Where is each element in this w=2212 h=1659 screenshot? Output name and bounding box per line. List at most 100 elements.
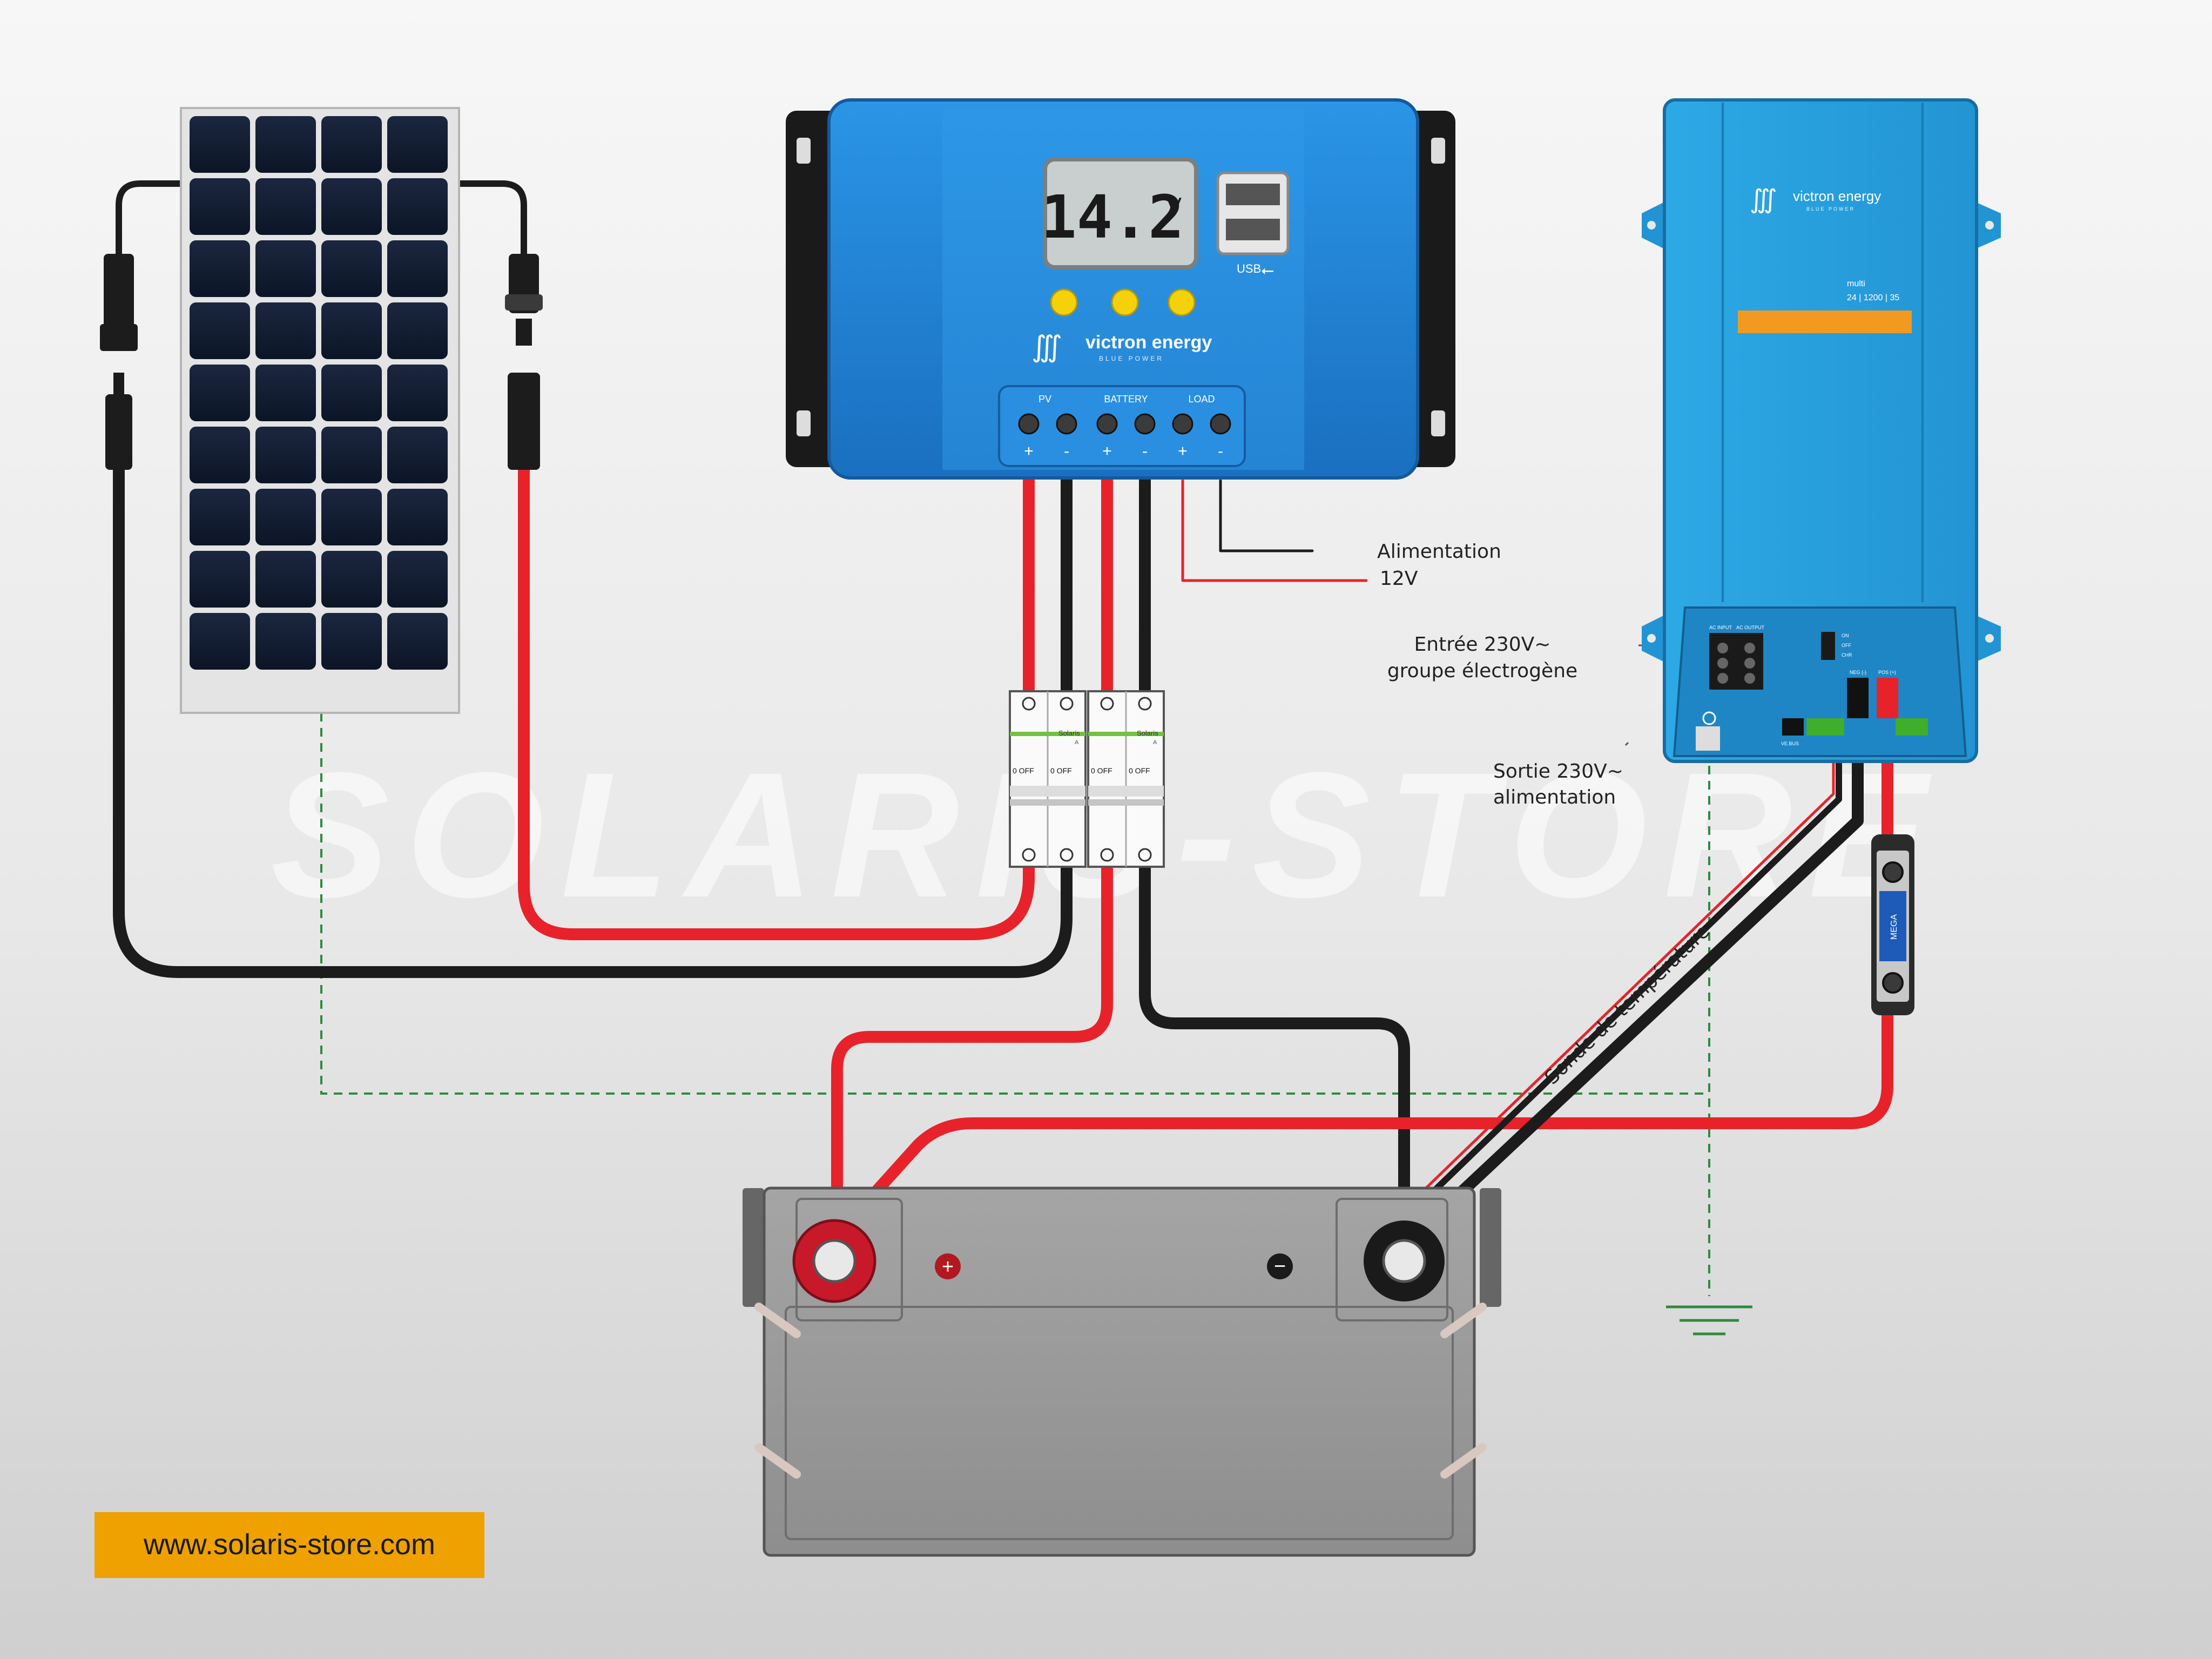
controller-button-2[interactable] — [1111, 288, 1139, 316]
breaker-pv[interactable]: 0 OFF 0 OFF Solaris A — [1009, 690, 1087, 868]
label-alimentation-sortie: alimentation — [1493, 786, 1616, 808]
solar-cell — [190, 240, 250, 297]
solar-cell — [255, 178, 316, 235]
ac-input-label: AC INPUT — [1709, 625, 1732, 630]
solar-panel — [180, 107, 460, 714]
solar-cell — [190, 613, 250, 670]
solar-cell — [387, 178, 448, 235]
website-link[interactable]: www.solaris-store.com — [143, 1528, 435, 1561]
fuse-label: MEGA — [1890, 914, 1899, 940]
controller-brand: victron energy — [1085, 332, 1212, 353]
solar-cell — [387, 551, 448, 608]
solar-cell — [190, 489, 250, 545]
mode-switch[interactable] — [1821, 632, 1835, 660]
terminal-label-pv: PV — [1038, 394, 1051, 404]
polarity-2: - — [1064, 442, 1069, 460]
solar-cell — [321, 365, 382, 421]
polarity-1: + — [1024, 442, 1034, 460]
breaker-pv-rating: A — [1075, 739, 1079, 746]
label-groupe: groupe électrogène — [1387, 660, 1577, 682]
terminal-screws — [1018, 413, 1231, 435]
controller-tagline: BLUE POWER — [1099, 355, 1164, 362]
mc4-connectors — [100, 254, 543, 470]
controller-button-3[interactable] — [1168, 288, 1196, 316]
solar-cell — [321, 240, 382, 297]
inverter-charger: ∭ victron energy BLUE POWER multi 24 | 1… — [1642, 98, 2001, 763]
solar-cell — [321, 613, 382, 670]
vebus-port[interactable] — [1782, 718, 1804, 736]
neg-terminal — [1847, 678, 1869, 718]
polarity-4: - — [1142, 442, 1148, 460]
solar-cell — [387, 116, 448, 173]
pos-label: POS (+) — [1878, 670, 1896, 675]
charge-controller: 14.2 V USB ⭠ ∭ victron energy BLUE POWER… — [786, 98, 1455, 480]
solar-cell — [321, 427, 382, 483]
switch-off: OFF — [1842, 643, 1851, 648]
solar-cell — [387, 365, 448, 421]
solar-cell — [255, 489, 316, 545]
solar-cell — [321, 178, 382, 235]
label-sortie: Sortie 230V~ — [1493, 760, 1623, 783]
breaker-pv-off-1: 0 OFF — [1013, 766, 1034, 775]
solar-cell — [321, 302, 382, 359]
solar-cell — [255, 551, 316, 608]
solar-cell — [190, 178, 250, 235]
lcd-unit: V — [1166, 193, 1182, 218]
polarity-6: - — [1218, 442, 1223, 460]
solar-cell — [190, 551, 250, 608]
terminal-block — [998, 385, 1246, 467]
label-12v: 12V — [1380, 568, 1418, 590]
solar-cell — [387, 302, 448, 359]
breaker-bat-brand: Solaris — [1137, 729, 1158, 737]
solar-cell — [321, 551, 382, 608]
solar-cell — [255, 427, 316, 483]
solar-cell — [255, 302, 316, 359]
inverter-brand: victron energy — [1793, 188, 1881, 204]
breaker-bat-off-2: 0 OFF — [1129, 766, 1150, 775]
solar-cell — [190, 302, 250, 359]
usb-icon: ⭠ — [1261, 261, 1274, 279]
solar-cell — [255, 613, 316, 670]
ground-symbol — [1666, 1305, 1752, 1336]
website-badge[interactable]: www.solaris-store.com — [95, 1512, 484, 1578]
solar-cell — [255, 365, 316, 421]
solar-cell — [387, 613, 448, 670]
ground-terminal — [1696, 726, 1720, 751]
polarity-3: + — [1102, 442, 1112, 460]
switch-chr: CHR — [1842, 652, 1852, 658]
usb-label: USB — [1237, 262, 1261, 275]
inverter-spec: 24 | 1200 | 35 — [1847, 293, 1899, 302]
polarity-5: + — [1178, 442, 1188, 460]
solar-cell — [255, 116, 316, 173]
terminal-label-load: LOAD — [1188, 394, 1215, 404]
solar-cell — [387, 240, 448, 297]
ac-terminal[interactable] — [1709, 633, 1763, 690]
solar-cell — [190, 427, 250, 483]
battery-plus-icon — [935, 1253, 961, 1279]
inverter-model: multi — [1847, 279, 1865, 288]
label-sonde: Sonde de température — [1541, 920, 1714, 1089]
lcd-reading: 14.2 — [1041, 183, 1184, 252]
solar-cell — [321, 489, 382, 545]
controller-button-1[interactable] — [1050, 288, 1078, 316]
solar-cell — [387, 489, 448, 545]
solar-cell — [190, 116, 250, 173]
battery-minus-icon — [1267, 1253, 1293, 1279]
inverter-orange-strip — [1738, 311, 1912, 333]
terminal-label-battery: BATTERY — [1104, 394, 1148, 404]
breaker-battery[interactable]: 0 OFF 0 OFF Solaris A — [1087, 690, 1165, 868]
circuit-breakers: 0 OFF 0 OFF Solaris A 0 OFF 0 OFF Solari… — [1009, 690, 1165, 868]
neg-label: NEG (-) — [1850, 670, 1866, 675]
victron-logo-icon: ∭ — [1031, 331, 1062, 363]
solar-cell — [255, 240, 316, 297]
solar-cell — [190, 365, 250, 421]
breaker-pv-off-2: 0 OFF — [1050, 766, 1072, 775]
ac-output-label: AC OUTPUT — [1736, 625, 1765, 630]
solar-cells — [190, 116, 448, 670]
solar-cell — [321, 116, 382, 173]
vebus-label: VE.BUS — [1781, 741, 1799, 746]
label-alimentation: Alimentation — [1377, 541, 1501, 563]
wires — [113, 180, 1893, 1226]
switch-on: ON — [1842, 633, 1849, 638]
